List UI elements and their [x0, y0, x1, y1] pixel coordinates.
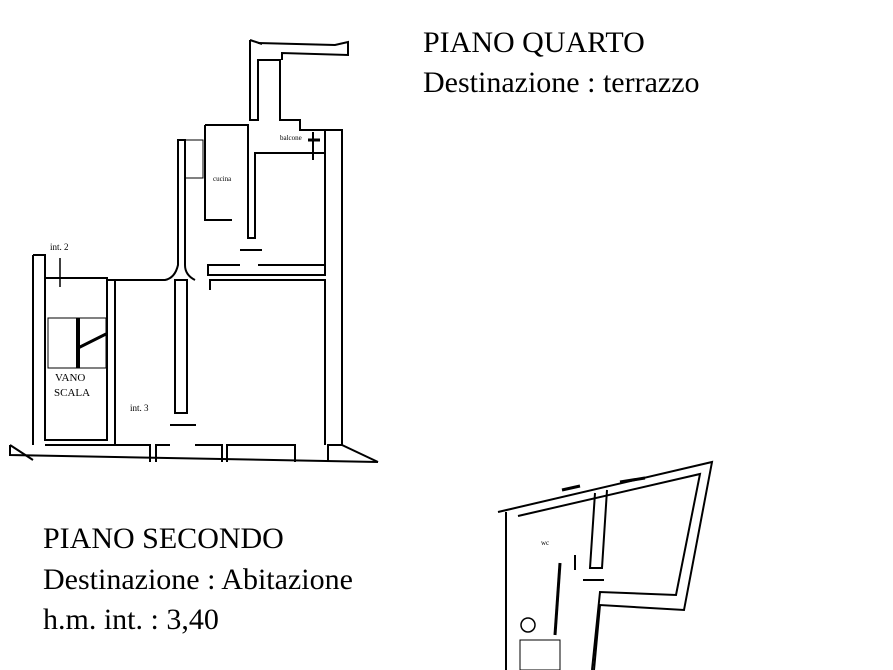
label-int2: int. 2 [50, 242, 69, 252]
secondary-floor-plan [497, 460, 714, 670]
lower-floor-use: Destinazione : Abitazione [43, 563, 353, 596]
label-int3: int. 3 [130, 403, 149, 413]
label-stair-1: VANO [55, 372, 85, 384]
lower-floor-title: PIANO SECONDO [43, 522, 284, 555]
upper-floor-use: Destinazione : terrazzo [423, 66, 700, 99]
label-kitchen: cucina [213, 175, 232, 183]
label-wc: wc [541, 539, 549, 547]
label-stair-2: SCALA [54, 387, 90, 399]
upper-floor-title: PIANO QUARTO [423, 26, 645, 59]
lower-floor-height: h.m. int. : 3,40 [43, 603, 219, 636]
label-balcony: balcone [280, 134, 302, 142]
main-floor-plan [9, 39, 379, 463]
